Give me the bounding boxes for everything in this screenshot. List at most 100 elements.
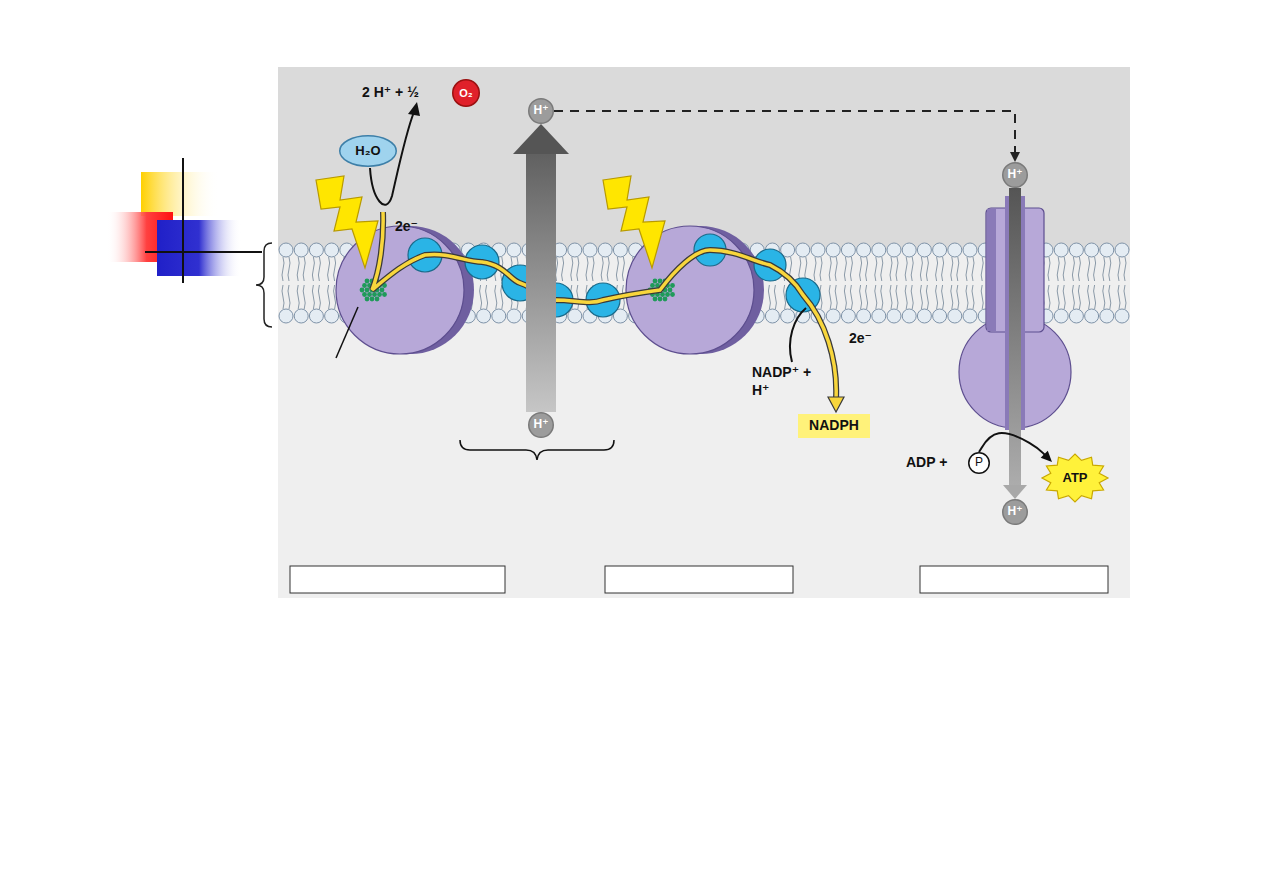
lipid-tail [592, 257, 594, 281]
lipid-head [477, 309, 491, 323]
lipid-tail [905, 285, 907, 309]
corner-decoration [107, 158, 262, 283]
lipid-tail [957, 257, 959, 281]
synthase-shade [987, 209, 996, 331]
lipid-tail [860, 285, 862, 309]
arrowhead [1041, 451, 1052, 462]
lipid-tail [288, 285, 290, 309]
lipid-head [917, 243, 931, 257]
lipid-head [933, 243, 947, 257]
arrowheads [1010, 152, 1020, 162]
lipid-head [948, 243, 962, 257]
lipid-tail [288, 257, 290, 281]
lipid-head [796, 243, 810, 257]
lipid-tail [942, 285, 944, 309]
label-text: 2 H⁺ + ½ [362, 84, 419, 102]
pigment-dot [367, 292, 372, 297]
lipid-tail [875, 257, 877, 281]
pigment-dot [380, 288, 385, 293]
proton-circle: H⁺ [528, 412, 554, 438]
pigment-dot [365, 288, 370, 293]
lipid-head [872, 309, 886, 323]
arrowhead [408, 102, 420, 116]
lipid-tail [920, 257, 922, 281]
phosphorylation-arrow [979, 433, 1052, 462]
lipid-tail [799, 257, 801, 281]
lipid-head [1085, 309, 1099, 323]
lipid-head [309, 309, 323, 323]
electron-path-line [372, 212, 836, 399]
lipid-head [765, 309, 779, 323]
node-text: H⁺ [1008, 168, 1023, 181]
proton-channel-arrow [1003, 188, 1027, 499]
connector-line [526, 153, 556, 412]
proton-circle [529, 413, 554, 438]
pigment-dot [658, 297, 663, 302]
arrowheads [1041, 451, 1052, 462]
light-bolt [603, 176, 665, 268]
pigment-dot [665, 292, 670, 297]
blank-label-box [920, 566, 1108, 593]
lipid-tail [966, 257, 968, 281]
lipid-head [963, 243, 977, 257]
lipid-tail [890, 285, 892, 309]
lipid-tail [616, 257, 618, 281]
lipid-head [294, 243, 308, 257]
lipid-tail [1124, 257, 1126, 281]
lipid-head [309, 243, 323, 257]
lipid-tail [486, 285, 488, 309]
lipid-head [963, 309, 977, 323]
lipid-tail [495, 285, 497, 309]
molecule-ellipse [340, 136, 397, 167]
arrowheads [1003, 485, 1027, 499]
lipid-tail [768, 285, 770, 309]
lipid-head [279, 243, 293, 257]
phosphate-circle [969, 453, 990, 474]
lipid-head [492, 309, 506, 323]
oxygen-circle: O₂ [452, 79, 480, 107]
arrowheads [513, 124, 569, 154]
lipid-tail [1057, 285, 1059, 309]
arrowhead [1003, 485, 1027, 499]
pigment-dot [670, 283, 675, 288]
lipid-tail [1048, 257, 1050, 281]
node-text: H⁺ [534, 104, 549, 117]
lipid-tail [1072, 285, 1074, 309]
leader-line [336, 307, 358, 358]
lipid-tail [328, 257, 330, 281]
node-text: H⁺ [1008, 505, 1023, 518]
lipid-head [279, 309, 293, 323]
connector-line [1009, 188, 1021, 486]
pigment-dot [375, 297, 380, 302]
reduction-arrow [790, 308, 806, 362]
proton-pump-arrow [513, 124, 569, 412]
lipid-tail [860, 257, 862, 281]
lipid-tail [866, 285, 868, 309]
lipid-head [887, 309, 901, 323]
lipid-tail [577, 285, 579, 309]
lipid-tail [562, 257, 564, 281]
atp-star: ATP [1042, 454, 1108, 502]
lipid-tail [1088, 257, 1090, 281]
lipid-head [1069, 309, 1083, 323]
light-bolts [316, 176, 665, 268]
lipid-tail [820, 257, 822, 281]
pigment-dot [362, 292, 367, 297]
lipid-head [826, 309, 840, 323]
lipid-tail [318, 257, 320, 281]
lipid-head [325, 243, 339, 257]
node-text: H₂O [355, 144, 380, 158]
pigment-dot [370, 297, 375, 302]
proton-circle: H⁺ [1002, 499, 1028, 525]
lipid-tail [571, 257, 573, 281]
lipid-tail [805, 257, 807, 281]
lipid-tail [829, 285, 831, 309]
lipid-head [933, 309, 947, 323]
lipid-tail [911, 257, 913, 281]
lipid-tail [577, 257, 579, 281]
arrowhead [513, 124, 569, 154]
lipid-tail [607, 257, 609, 281]
atp-star [1042, 454, 1108, 502]
lipid-tail [774, 285, 776, 309]
